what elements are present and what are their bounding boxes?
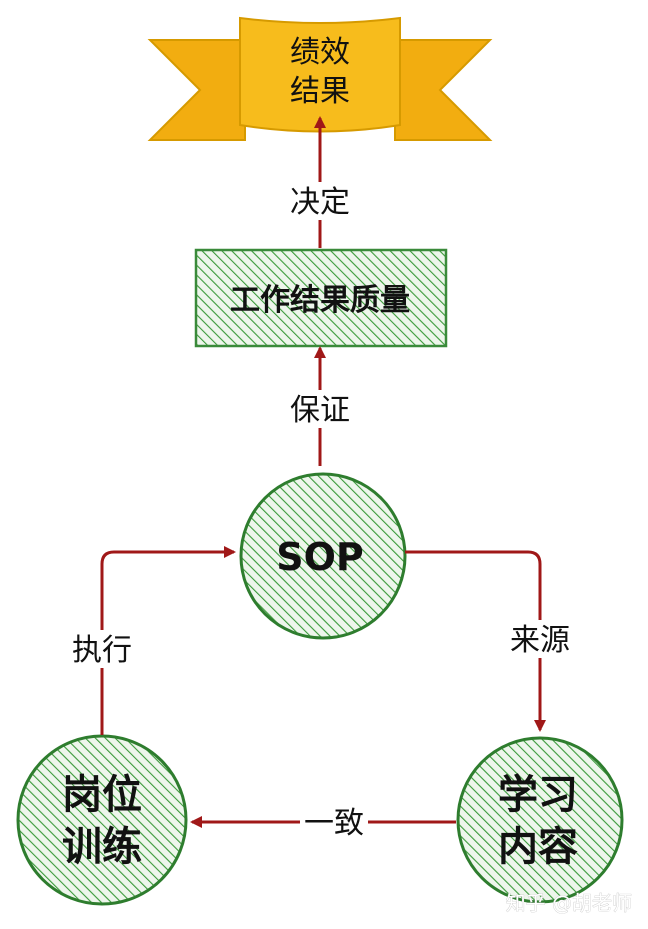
execute-label-bg bbox=[68, 630, 136, 668]
banner-line1: 绩效 bbox=[290, 35, 350, 70]
guarantee-label: 保证 bbox=[290, 393, 350, 428]
banner-center bbox=[239, 16, 401, 133]
learning-content-line2: 内容 bbox=[498, 824, 578, 870]
edge-consistent: 一致 bbox=[190, 803, 456, 841]
decide-label: 决定 bbox=[290, 185, 350, 220]
watermark: 知乎 @胡老师 bbox=[506, 891, 632, 915]
source-arrow bbox=[405, 550, 546, 732]
decide-label-bg bbox=[286, 182, 354, 220]
execute-label: 执行 bbox=[72, 633, 132, 668]
position-training-line1: 岗位 bbox=[62, 772, 142, 818]
source-label: 来源 bbox=[510, 623, 570, 658]
edge-source: 来源 bbox=[405, 550, 574, 732]
position-training-line2: 训练 bbox=[62, 824, 142, 870]
edge-execute: 执行 bbox=[68, 546, 236, 735]
execute-arrow bbox=[100, 546, 236, 735]
sop-label: SOP bbox=[276, 535, 364, 579]
consistent-label-bg bbox=[300, 803, 368, 841]
position-training-node: 岗位 训练 bbox=[16, 734, 188, 906]
source-label-bg bbox=[506, 620, 574, 658]
position-training-circle bbox=[16, 734, 188, 906]
guarantee-label-bg bbox=[286, 390, 354, 428]
learning-content-line1: 学习 bbox=[498, 772, 578, 818]
banner-line2: 结果 bbox=[290, 74, 350, 109]
consistent-label: 一致 bbox=[304, 806, 364, 841]
edge-guarantee: 保证 bbox=[286, 346, 354, 466]
banner-right-tail bbox=[394, 39, 493, 141]
sop-node: SOP bbox=[239, 472, 407, 640]
banner-left-tail bbox=[147, 39, 246, 141]
learning-content-node: 学习 内容 bbox=[456, 736, 624, 904]
performance-result-banner: 绩效 结果 bbox=[147, 16, 493, 141]
edge-decide: 决定 bbox=[286, 116, 354, 248]
work-quality-box: 工作结果质量 bbox=[194, 248, 448, 348]
sop-circle bbox=[239, 472, 407, 640]
learning-content-circle bbox=[456, 736, 624, 904]
work-quality-label: 工作结果质量 bbox=[230, 283, 410, 318]
